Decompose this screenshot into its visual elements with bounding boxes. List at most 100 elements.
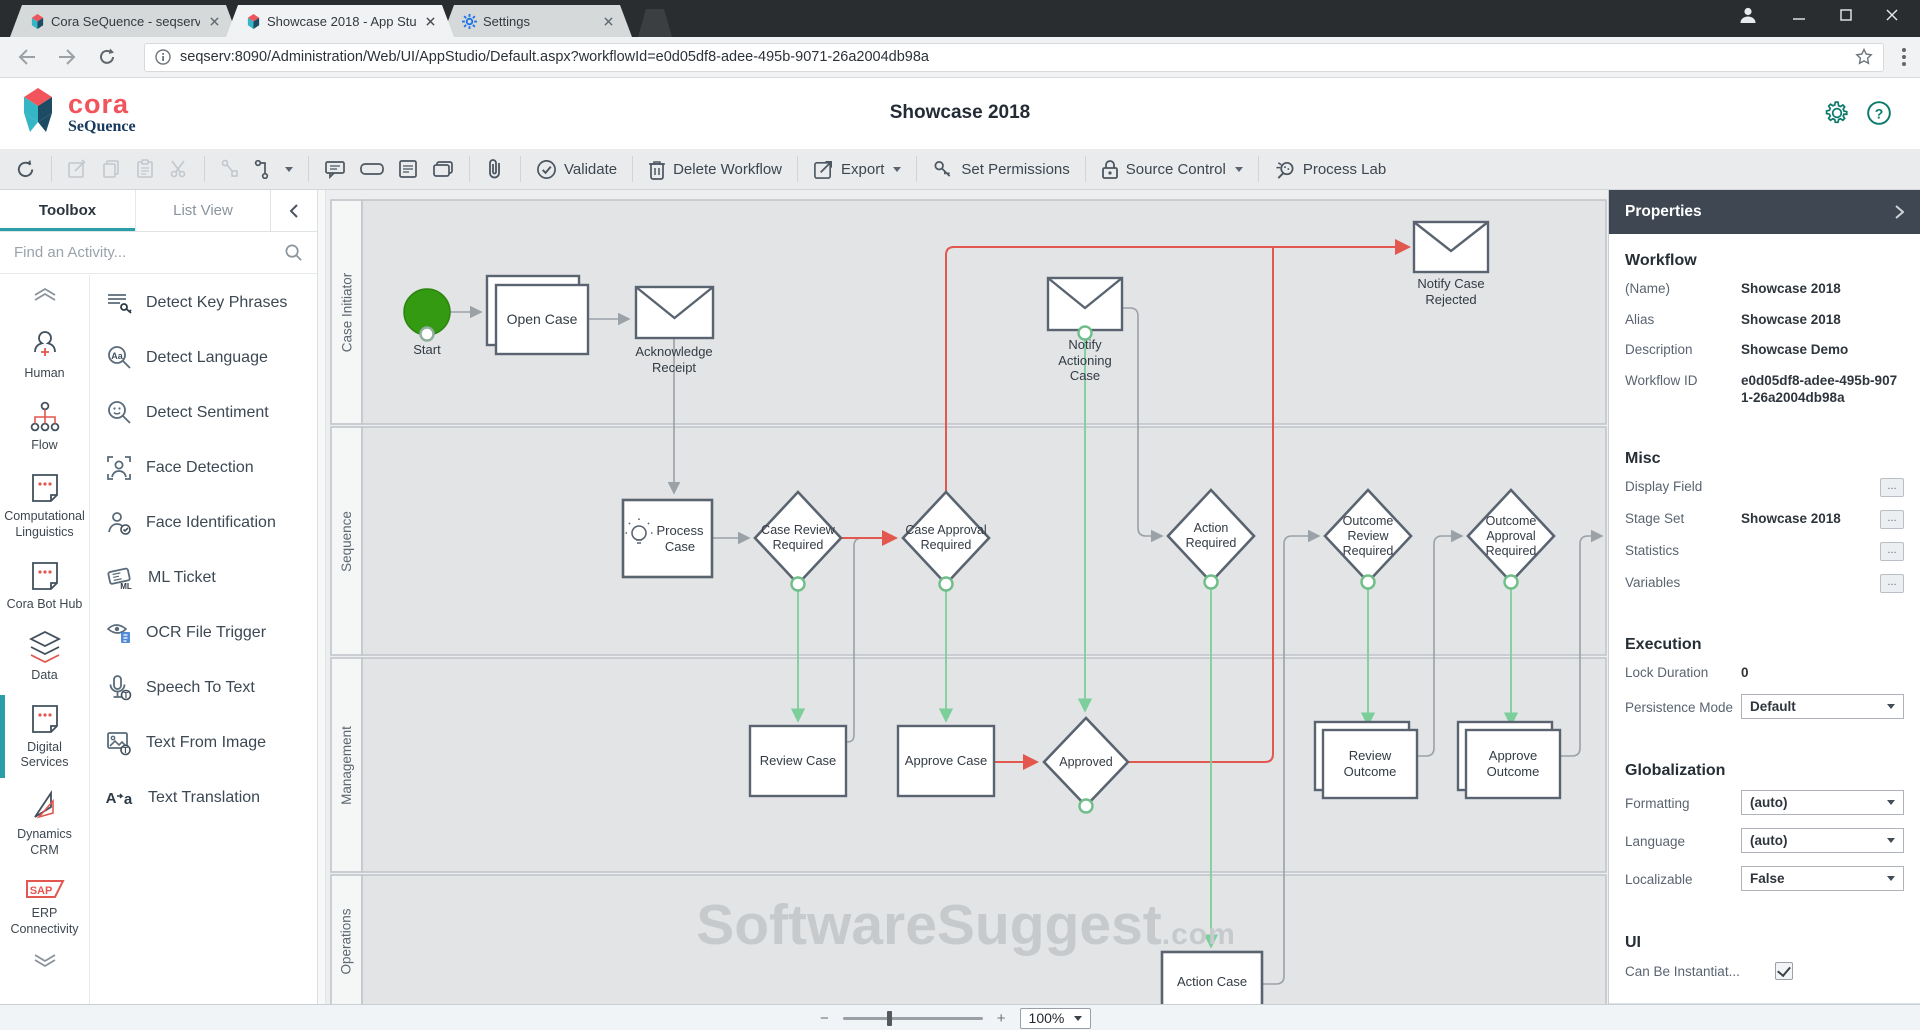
tab-showcase-2018[interactable]: Showcase 2018 - App Stu [226, 5, 454, 37]
can-be-instantiated-checkbox[interactable] [1775, 962, 1793, 981]
refresh-icon[interactable] [94, 44, 120, 70]
notify-case-rejected-shape[interactable] [1412, 220, 1490, 274]
stage-set-ellipsis-button[interactable]: ... [1880, 509, 1904, 529]
settings-gear-icon[interactable] [1824, 100, 1850, 126]
activity-detect-language[interactable]: Aa Detect Language [90, 330, 317, 385]
zoom-in-button[interactable]: + [996, 1009, 1006, 1027]
activity-ocr-file-trigger[interactable]: OCR File Trigger [90, 605, 317, 660]
action-case-shape[interactable] [1160, 950, 1264, 1004]
group-shape-icon[interactable] [425, 154, 461, 184]
minimize-icon[interactable] [1792, 9, 1806, 21]
connector-ports[interactable] [419, 325, 1519, 814]
source-control-dropdown-caret-icon[interactable] [1234, 166, 1243, 172]
delete-workflow-button[interactable]: Delete Workflow [641, 154, 789, 184]
zoom-slider-handle[interactable] [886, 1010, 892, 1026]
activity-face-detection[interactable]: Face Detection [90, 440, 317, 495]
statistics-ellipsis-button[interactable]: ... [1880, 541, 1904, 561]
maximize-icon[interactable] [1840, 9, 1852, 21]
validate-button[interactable]: Validate [529, 154, 624, 184]
back-icon[interactable] [14, 44, 40, 70]
open-case-shape[interactable] [485, 274, 590, 356]
profile-icon[interactable] [1738, 5, 1758, 25]
notify-actioning-case-shape[interactable] [1046, 276, 1124, 332]
bookmark-star-icon[interactable] [1855, 48, 1873, 66]
refresh-diagram-icon[interactable] [8, 154, 43, 184]
activity-text-from-image[interactable]: T Text From Image [90, 715, 317, 770]
activity-detect-sentiment[interactable]: Detect Sentiment [90, 385, 317, 440]
forward-icon[interactable] [54, 44, 80, 70]
scroll-down-icon[interactable] [32, 949, 58, 983]
lock-duration-value[interactable]: 0 [1741, 664, 1749, 680]
tab-list-view[interactable]: List View [135, 190, 270, 231]
tab-close-icon[interactable] [600, 13, 616, 29]
tab-settings[interactable]: Settings [442, 5, 632, 37]
category-human[interactable]: Human [0, 317, 89, 391]
tab-toolbox[interactable]: Toolbox [0, 190, 135, 231]
process-lab-button[interactable]: Process Lab [1267, 154, 1393, 184]
alias-value[interactable]: Showcase 2018 [1741, 311, 1841, 327]
workflow-canvas[interactable]: SoftwareSuggest.com Case Initiator Seque… [326, 190, 1608, 1004]
formatting-select[interactable]: (auto) [1741, 790, 1904, 816]
copy-icon[interactable] [94, 154, 128, 184]
gray-connectors[interactable] [450, 305, 1604, 985]
export-dropdown-caret-icon[interactable] [893, 166, 902, 172]
export-button[interactable]: Export [806, 154, 908, 184]
browser-menu-icon[interactable] [1902, 48, 1906, 66]
process-case-shape[interactable] [621, 498, 714, 579]
paste-icon[interactable] [128, 154, 162, 184]
label-shape-icon[interactable] [353, 154, 391, 184]
attachment-icon[interactable] [478, 154, 512, 184]
approve-case-shape[interactable] [896, 724, 996, 798]
zoom-out-button[interactable]: − [820, 1009, 829, 1027]
display-field-ellipsis-button[interactable]: ... [1880, 477, 1904, 497]
search-input[interactable] [14, 244, 284, 261]
activity-ml-ticket[interactable]: ML ML Ticket [90, 550, 317, 605]
panel-splitter[interactable] [318, 190, 326, 1004]
note-shape-icon[interactable] [391, 154, 425, 184]
category-cora-bot-hub[interactable]: Cora Bot Hub [0, 550, 89, 622]
stage-set-value[interactable]: Showcase 2018 [1741, 510, 1841, 526]
category-dynamics-crm[interactable]: Dynamics CRM [0, 780, 89, 867]
connector-tool-icon[interactable] [247, 154, 300, 184]
set-permissions-button[interactable]: Set Permissions [925, 154, 1076, 184]
new-tab-button[interactable] [638, 9, 672, 37]
tab-close-icon[interactable] [206, 13, 222, 29]
tab-close-icon[interactable] [422, 13, 438, 29]
language-select[interactable]: (auto) [1741, 828, 1904, 854]
localizable-select[interactable]: False [1741, 866, 1904, 892]
red-connectors[interactable] [841, 239, 1411, 770]
persistence-mode-select[interactable]: Default [1741, 694, 1904, 720]
close-window-icon[interactable] [1886, 9, 1898, 21]
comment-icon[interactable] [317, 154, 353, 184]
review-case-shape[interactable] [748, 724, 848, 798]
approve-outcome-shape[interactable] [1456, 720, 1562, 800]
category-computational-linguistics[interactable]: Computational Linguistics [0, 462, 89, 549]
name-value[interactable]: Showcase 2018 [1741, 281, 1841, 296]
activity-face-identification[interactable]: Face Identification [90, 495, 317, 550]
tab-cora-sequence[interactable]: Cora SeQuence - seqserv [10, 5, 238, 37]
collapse-panel-button[interactable] [270, 190, 317, 231]
review-outcome-shape[interactable] [1313, 720, 1419, 800]
zoom-slider[interactable] [842, 1010, 983, 1026]
green-connectors[interactable] [790, 339, 1519, 949]
info-icon[interactable] [155, 49, 171, 65]
activity-detect-key-phrases[interactable]: Detect Key Phrases [90, 275, 317, 330]
edit-icon[interactable] [60, 154, 94, 184]
category-flow[interactable]: Flow [0, 391, 89, 463]
source-control-button[interactable]: Source Control [1094, 154, 1250, 184]
zoom-level-dropdown[interactable]: 100% [1019, 1007, 1092, 1029]
connector-dropdown-caret-icon[interactable] [285, 166, 293, 172]
workflow-shapes[interactable] [403, 220, 1562, 1004]
category-digital-services[interactable]: Digital Services [0, 693, 89, 780]
description-value[interactable]: Showcase Demo [1741, 342, 1849, 358]
cut-icon[interactable] [162, 154, 196, 184]
acknowledge-receipt-shape[interactable] [634, 285, 715, 340]
search-icon[interactable] [284, 243, 303, 262]
url-field[interactable]: seqserv:8090/Administration/Web/UI/AppSt… [144, 42, 1884, 72]
category-data[interactable]: Data [0, 621, 89, 693]
collapse-properties-chevron-icon[interactable] [1895, 205, 1904, 219]
variables-ellipsis-button[interactable]: ... [1880, 573, 1904, 593]
scroll-up-icon[interactable] [32, 283, 58, 317]
category-erp-connectivity[interactable]: SAP ERP Connectivity [0, 867, 89, 946]
